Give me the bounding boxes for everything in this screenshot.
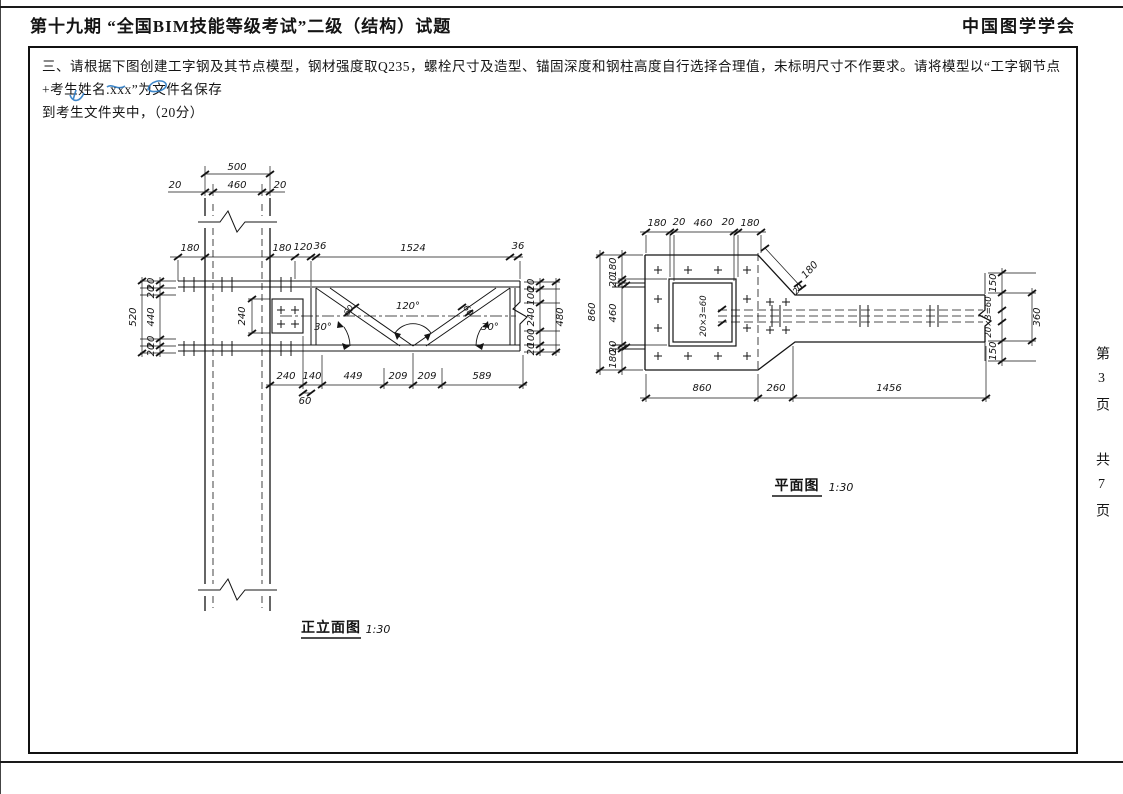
right-border-line: [0, 757, 1, 794]
bottom-border-line: [0, 761, 1123, 763]
page-current: 第3页: [1094, 346, 1109, 422]
top-border-line: [0, 6, 1123, 8]
content-frame: 三、请根据下图创建工字钢及其节点模型，钢材强度取Q235，螺栓尺寸及造型、锚固深…: [28, 46, 1078, 754]
page-title: 第十九期 “全国BIM技能等级考试”二级（结构）试题: [30, 17, 452, 36]
page-total: 共7页: [1094, 452, 1109, 528]
organization-name: 中国图学学会: [962, 17, 1076, 36]
task-line-2: 到考生文件夹中，（20分）: [42, 105, 204, 120]
header: 第十九期 “全国BIM技能等级考试”二级（结构）试题 中国图学学会: [30, 12, 1090, 37]
task-description: 三、请根据下图创建工字钢及其节点模型，钢材强度取Q235，螺栓尺寸及造型、锚固深…: [42, 55, 1064, 124]
task-line-1: 三、请根据下图创建工字钢及其节点模型，钢材强度取Q235，螺栓尺寸及造型、锚固深…: [42, 59, 1061, 97]
left-border-line: [0, 0, 1, 757]
page-indicator: 第3页 共7页: [1084, 346, 1118, 558]
